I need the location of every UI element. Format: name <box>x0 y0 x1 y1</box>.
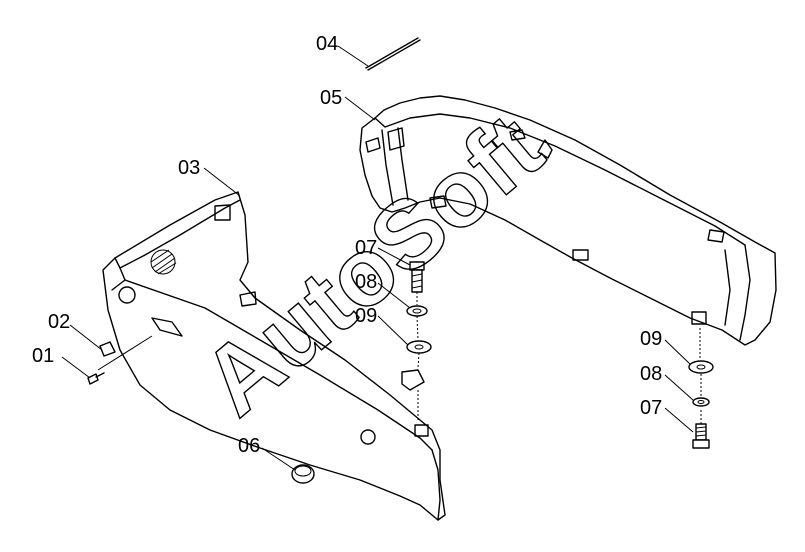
part-04-rod <box>365 37 421 71</box>
callout-06: 06 <box>238 435 260 457</box>
part-03-lower-cover <box>102 191 446 521</box>
callout-05: 05 <box>320 87 342 109</box>
callout-01: 01 <box>32 345 54 367</box>
callout-04: 04 <box>316 33 338 55</box>
leader-lines <box>61 45 694 471</box>
part-02-clip <box>99 341 116 357</box>
callout-08-right: 08 <box>640 363 662 385</box>
callout-02: 02 <box>48 311 70 333</box>
part-01-screw <box>87 372 105 385</box>
fastener-stack-center <box>401 261 432 420</box>
callout-labels: 04 05 03 02 01 06 07 08 09 09 08 07 <box>32 33 662 457</box>
fastener-stack-right <box>688 328 714 449</box>
part-05-upper-cover <box>359 95 777 346</box>
part-06-plug <box>291 464 315 484</box>
callout-03: 03 <box>178 157 200 179</box>
vent-grille <box>150 249 177 275</box>
callout-07-center: 07 <box>355 237 377 259</box>
callout-07-right: 07 <box>640 397 662 419</box>
callout-09-right: 09 <box>640 328 662 350</box>
callout-09-center: 09 <box>355 305 377 327</box>
callout-08-center: 08 <box>355 271 377 293</box>
